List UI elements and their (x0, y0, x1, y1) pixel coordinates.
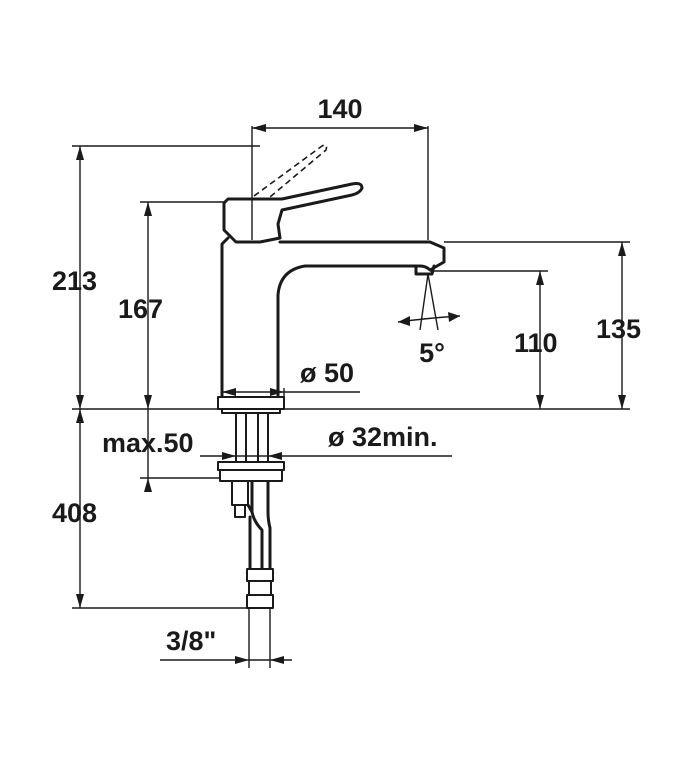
mounting-nut (219, 469, 283, 482)
dim-lever-height: 167 (118, 294, 163, 324)
dim-width-top: 140 (317, 94, 362, 124)
hose-end-nut-bottom (246, 594, 274, 609)
dimension-lines (72, 124, 630, 664)
hose-link (246, 503, 254, 514)
hose-right-upper (250, 480, 264, 572)
dim-total-height: 213 (52, 266, 97, 296)
fitting-left (231, 480, 249, 506)
base-plate (217, 396, 285, 410)
faucet-outline (217, 144, 446, 668)
dim-angle: 5° (419, 338, 445, 368)
dim-spout-height: 135 (596, 314, 641, 344)
spout-outlet (414, 264, 436, 276)
fitting-left-end (234, 504, 246, 518)
dim-hole-diameter: ø 32min. (328, 422, 438, 452)
mounting-washer (217, 461, 285, 471)
mounting-shank-right (257, 412, 269, 466)
dim-hose-length: 408 (52, 498, 97, 528)
faucet-body (220, 236, 446, 400)
lever-raised-outline (253, 144, 328, 198)
dim-outlet-height: 110 (514, 328, 558, 358)
dim-thread: 3/8" (166, 626, 216, 656)
dim-max-thickness: max.50 (102, 428, 194, 458)
hose-end-nut-top (246, 568, 274, 582)
hose-right-outer (266, 480, 272, 572)
hose-end-body (248, 580, 272, 596)
mounting-shank-left (235, 412, 247, 466)
dim-base-diameter: ø 50 (300, 358, 354, 388)
lever-handle (222, 182, 364, 244)
